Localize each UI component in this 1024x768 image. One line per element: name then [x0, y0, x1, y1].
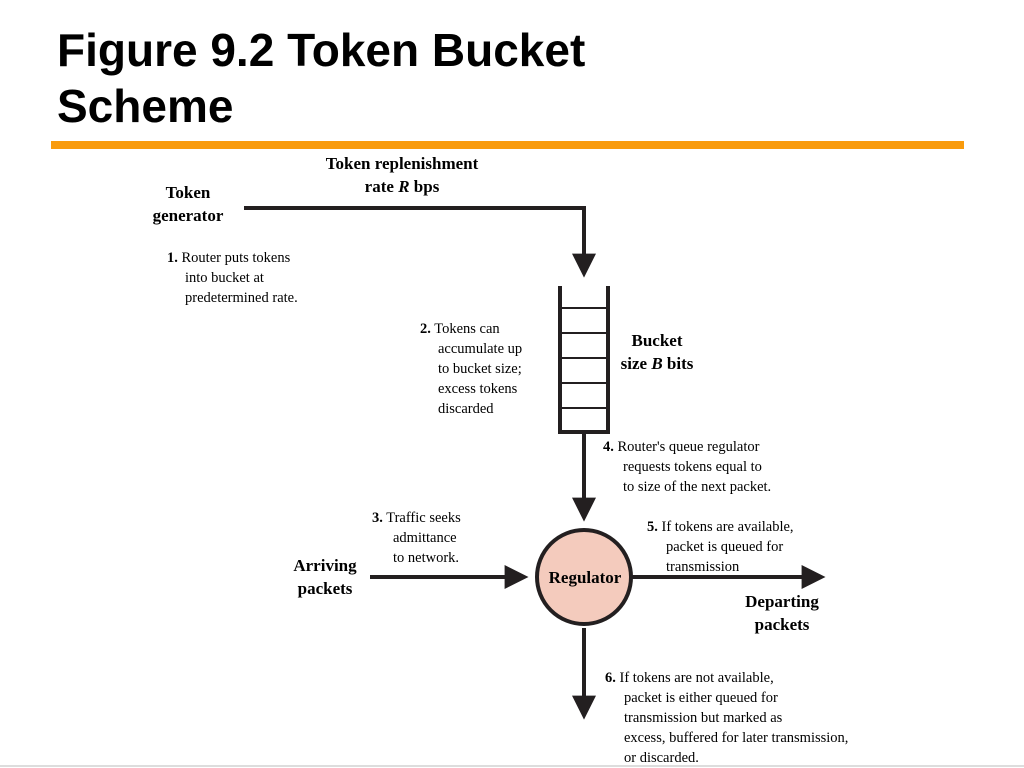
svg-text:1. Router puts tokens: 1. Router puts tokens: [167, 250, 291, 266]
step-3-number: 3.: [372, 510, 383, 526]
svg-text:packet is either queued for: packet is either queued for: [624, 690, 778, 706]
token-flow-arrow: [244, 206, 596, 278]
regulator-node: [535, 528, 633, 626]
svg-text:discarded: discarded: [438, 401, 494, 417]
bucket-label-1: Bucket: [632, 331, 683, 350]
svg-text:transmission but marked as: transmission but marked as: [624, 710, 783, 726]
token-generator-label-1: Token: [166, 183, 211, 202]
step-2-note: 2. Tokens can accumulate up to bucket si…: [420, 321, 522, 417]
step-4-number: 4.: [603, 439, 614, 455]
step-5-note: 5. If tokens are available, packet is qu…: [647, 519, 794, 575]
replenishment-label-1: Token replenishment: [326, 154, 479, 173]
step-3-note: 3. Traffic seeks admittance to network.: [372, 510, 461, 566]
step-4-note: 4. Router's queue regulator requests tok…: [603, 439, 771, 495]
svg-text:admittance: admittance: [393, 530, 457, 546]
svg-text:excess tokens: excess tokens: [438, 381, 518, 397]
svg-text:to bucket size;: to bucket size;: [438, 361, 522, 377]
bucket: [558, 286, 610, 434]
svg-text:6. If tokens are not available: 6. If tokens are not available,: [605, 670, 774, 686]
step-2-number: 2.: [420, 321, 431, 337]
regulator-label: Regulator: [549, 568, 622, 587]
svg-text:into bucket at: into bucket at: [185, 270, 264, 286]
svg-text:4. Router's queue regulator: 4. Router's queue regulator: [603, 439, 760, 455]
step-1-number: 1.: [167, 250, 178, 266]
svg-text:or discarded.: or discarded.: [624, 750, 699, 766]
svg-text:5. If tokens are available,: 5. If tokens are available,: [647, 519, 794, 535]
svg-text:to network.: to network.: [393, 550, 459, 566]
step-6-note: 6. If tokens are not available, packet i…: [605, 670, 848, 766]
svg-text:requests tokens equal to: requests tokens equal to: [623, 459, 762, 475]
title-divider: [51, 141, 964, 149]
svg-text:excess, buffered for later tra: excess, buffered for later transmission,: [624, 730, 848, 746]
slide-bottom-edge: [0, 765, 1024, 767]
svg-text:3. Traffic seeks: 3. Traffic seeks: [372, 510, 461, 526]
step-5-number: 5.: [647, 519, 658, 535]
slide-title: Figure 9.2 Token Bucket Scheme: [57, 22, 977, 134]
replenishment-label-2: rate R bps: [365, 177, 440, 196]
title-line-1: Figure 9.2 Token Bucket: [57, 24, 586, 76]
svg-text:to size of the next packet.: to size of the next packet.: [623, 479, 771, 495]
svg-text:predetermined rate.: predetermined rate.: [185, 290, 298, 306]
bucket-label-2: size B bits: [621, 354, 694, 373]
arriving-label-1: Arriving: [293, 556, 357, 575]
svg-text:packet is queued for: packet is queued for: [666, 539, 783, 555]
svg-text:accumulate up: accumulate up: [438, 341, 522, 357]
title-line-2: Scheme: [57, 80, 234, 132]
svg-text:2. Tokens can: 2. Tokens can: [420, 321, 500, 337]
token-generator-label-2: generator: [153, 206, 224, 225]
step-6-number: 6.: [605, 670, 616, 686]
departing-label-1: Departing: [745, 592, 819, 611]
arriving-label-2: packets: [298, 579, 353, 598]
step-1-note: 1. Router puts tokens into bucket at pre…: [167, 250, 298, 306]
svg-text:transmission: transmission: [666, 559, 740, 575]
departing-label-2: packets: [755, 615, 810, 634]
